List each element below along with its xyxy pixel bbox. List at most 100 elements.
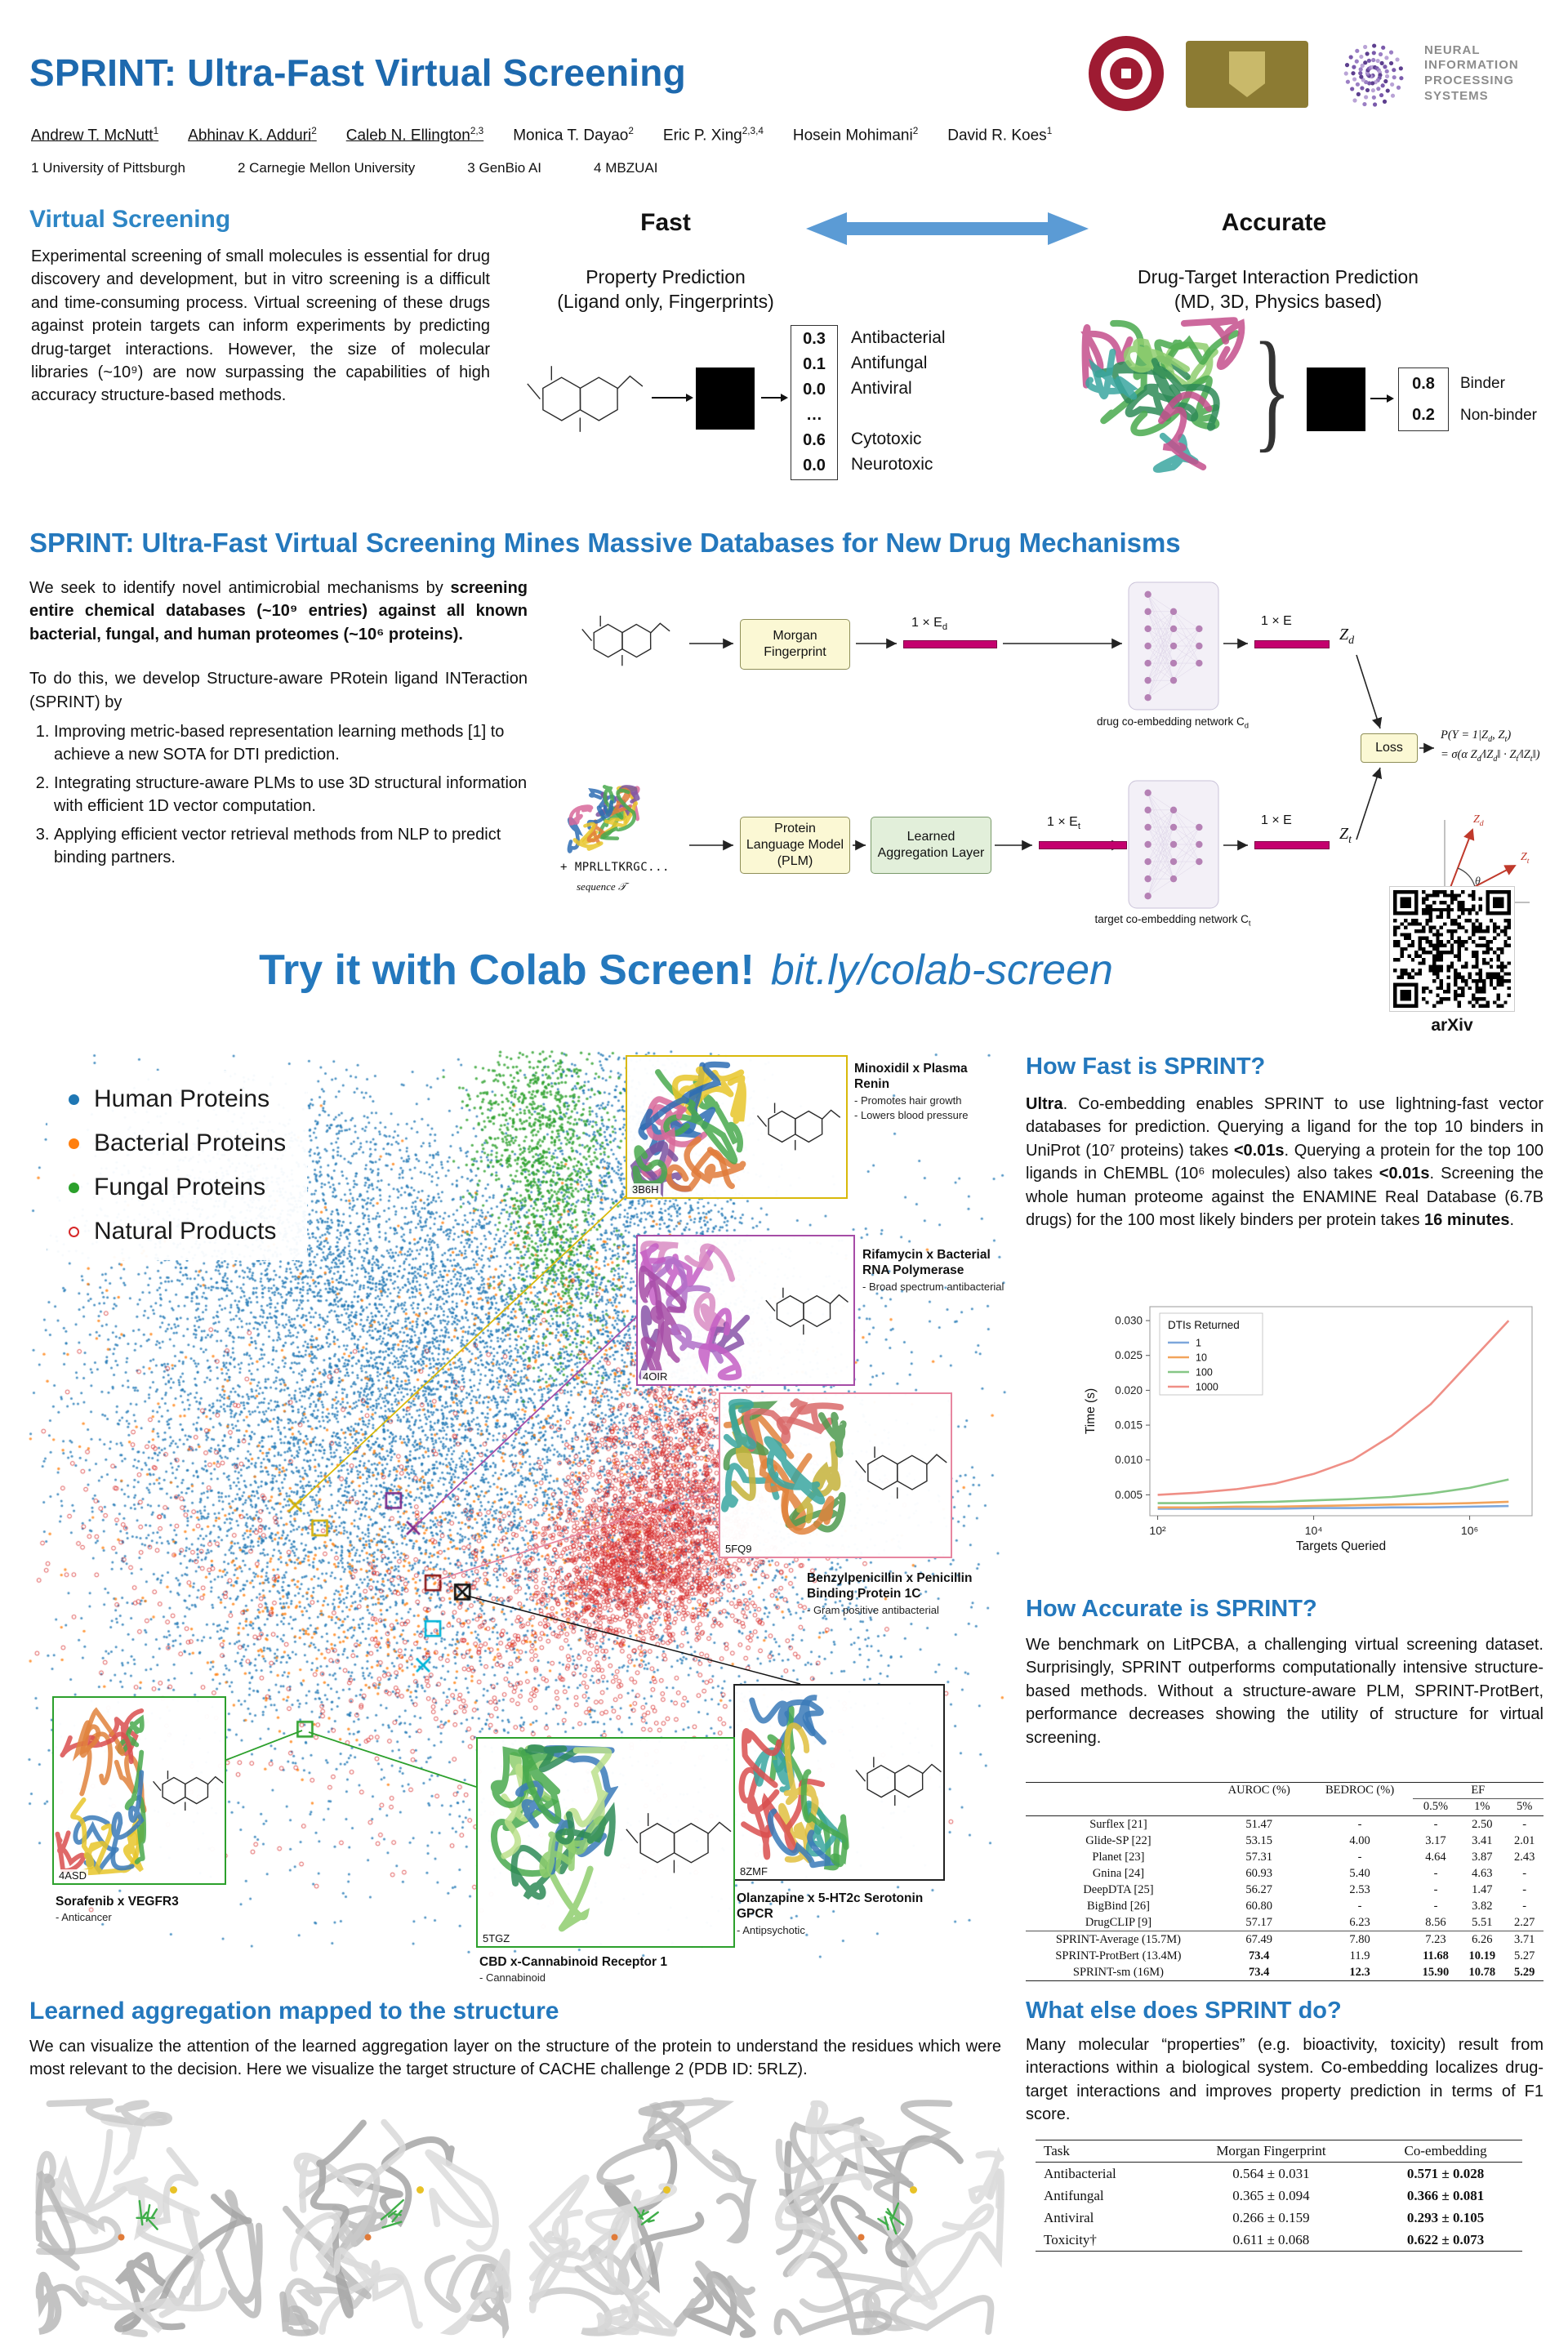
table-cell: 73.4 <box>1210 1964 1307 1981</box>
callout-3b6h: 3B6H <box>626 1055 848 1199</box>
table-cell: 6.23 <box>1349 1915 1370 1929</box>
callout-notes: - Broad spectrum antibacterial <box>862 1281 1006 1294</box>
ligand-structure-image <box>757 1102 841 1151</box>
sequence-label: sequence 𝒯 <box>577 880 626 893</box>
output-value: … <box>806 406 822 424</box>
svg-text:10⁴: 10⁴ <box>1305 1524 1323 1537</box>
output-label <box>851 401 946 426</box>
output-value: 0.3 <box>803 330 826 348</box>
pdb-id: 8ZMF <box>738 1865 769 1878</box>
drug-molecule-image <box>581 615 670 666</box>
table-cell: 5.27 <box>1513 1949 1535 1962</box>
output-value: 0.0 <box>803 381 826 399</box>
neurips-word: NEURAL <box>1424 42 1481 57</box>
table-cell: 60.93 <box>1245 1866 1273 1880</box>
method-item: Applying efficient vector retrieval meth… <box>54 823 528 870</box>
svg-text:1000: 1000 <box>1196 1382 1218 1393</box>
brace-glyph: } <box>1253 314 1291 465</box>
colab-link[interactable]: bit.ly/colab-screen <box>770 947 1113 994</box>
drug-z-embedding-label: 1 × E <box>1261 614 1292 628</box>
svg-text:10⁶: 10⁶ <box>1461 1524 1478 1537</box>
ligand-structure-image <box>626 1813 732 1873</box>
neurips-word: SYSTEMS <box>1424 88 1489 103</box>
legend-marker-icon <box>69 1138 79 1149</box>
pdb-id: 4OIR <box>641 1370 670 1383</box>
callout-4oir: 4OIR <box>636 1235 855 1386</box>
how-fast-heading: How Fast is SPRINT? <box>1026 1054 1266 1080</box>
sprint-method-list: Improving metric-based representation le… <box>54 720 528 869</box>
table-cell: 4.63 <box>1472 1866 1493 1880</box>
callout-caption: Rifamycin x Bacterial RNA Polymerase - B… <box>862 1247 1006 1294</box>
page-title: SPRINT: Ultra-Fast Virtual Screening <box>29 51 686 94</box>
legend-marker-icon <box>69 1182 79 1193</box>
output-label: Neurotoxic <box>851 454 933 474</box>
legend-label: Human Proteins <box>94 1085 270 1112</box>
author: Andrew T. McNutt1 <box>31 126 159 145</box>
cmu-logo <box>1089 36 1164 111</box>
svg-text:Targets Queried: Targets Queried <box>1296 1539 1386 1553</box>
table-cell: - <box>1522 1882 1527 1896</box>
table-cell: Antibacterial <box>1044 2165 1116 2181</box>
table-cell: Antifungal <box>1044 2187 1104 2203</box>
output-label: Cytotoxic <box>851 429 922 448</box>
affiliation: 1 University of Pittsburgh <box>31 160 185 176</box>
callout-caption: Sorafenib x VEGFR3 - Anticancer <box>56 1894 252 1925</box>
table-cell: - <box>1357 1899 1362 1913</box>
axis-zt-label: Zt <box>1521 851 1530 866</box>
output-value: 0.1 <box>803 355 826 373</box>
university-shield-icon <box>1229 51 1265 97</box>
accurate-heading: Accurate <box>1221 209 1327 236</box>
method-name: Glide-SP [22] <box>1085 1833 1152 1847</box>
column-header: Co-embedding <box>1369 2140 1522 2163</box>
output-label: Antifungal <box>851 353 928 372</box>
aggregation-box: Learned Aggregation Layer <box>871 817 991 874</box>
callout-note: - Broad spectrum antibacterial <box>862 1280 1004 1293</box>
method-name: DrugCLIP [9] <box>1085 1915 1152 1929</box>
protein-structure-image <box>721 1398 847 1535</box>
table-cell: 10.78 <box>1459 1964 1506 1981</box>
ligand-structure-image <box>765 1287 849 1335</box>
callout-note: - Antipsychotic <box>737 1923 805 1936</box>
ligand-structure-image <box>855 1446 947 1499</box>
author: Abhinav K. Adduri2 <box>188 126 317 145</box>
protein-structure-image <box>55 1707 147 1876</box>
target-z-embedding-bar <box>1254 841 1330 849</box>
drug-embedding-bar <box>903 640 997 648</box>
virtual-screening-body: Experimental screening of small molecule… <box>31 247 490 405</box>
callout-caption: CBD x-Cannabinoid Receptor 1 - Cannabino… <box>479 1954 724 1985</box>
accurate-model-box <box>1307 368 1365 431</box>
table-cell: 5.29 <box>1505 1964 1544 1981</box>
table-cell: 5.40 <box>1349 1866 1370 1880</box>
table-cell: 3.82 <box>1472 1899 1493 1913</box>
table-cell: 15.90 <box>1412 1964 1459 1981</box>
callout-title: Sorafenib x VEGFR3 <box>56 1895 179 1909</box>
drug-embedding-label: 1 × Ed <box>911 616 948 633</box>
aggregation-heading: Learned aggregation mapped to the struct… <box>29 1998 559 2025</box>
svg-text:Time (s): Time (s) <box>1084 1388 1098 1434</box>
target-embedding-bar <box>1039 841 1127 849</box>
legend-label: Fungal Proteins <box>94 1174 266 1200</box>
protein-structure-image <box>630 1061 746 1197</box>
table-cell: 2.27 <box>1513 1915 1535 1929</box>
target-protein-image <box>567 785 640 853</box>
callout-title: Olanzapine x 5-HT2c Serotonin GPCR <box>737 1891 924 1922</box>
table-cell: 60.80 <box>1245 1899 1273 1913</box>
callout-note: - Anticancer <box>56 1911 112 1924</box>
table-cell: - <box>1433 1882 1438 1896</box>
table-cell: 7.80 <box>1307 1931 1413 1948</box>
flow-arrow <box>761 394 788 402</box>
svg-text:10: 10 <box>1196 1352 1207 1364</box>
table-cell: 6.26 <box>1459 1931 1506 1948</box>
table-cell: - <box>1433 1817 1438 1831</box>
output-value: 0.0 <box>803 457 826 474</box>
